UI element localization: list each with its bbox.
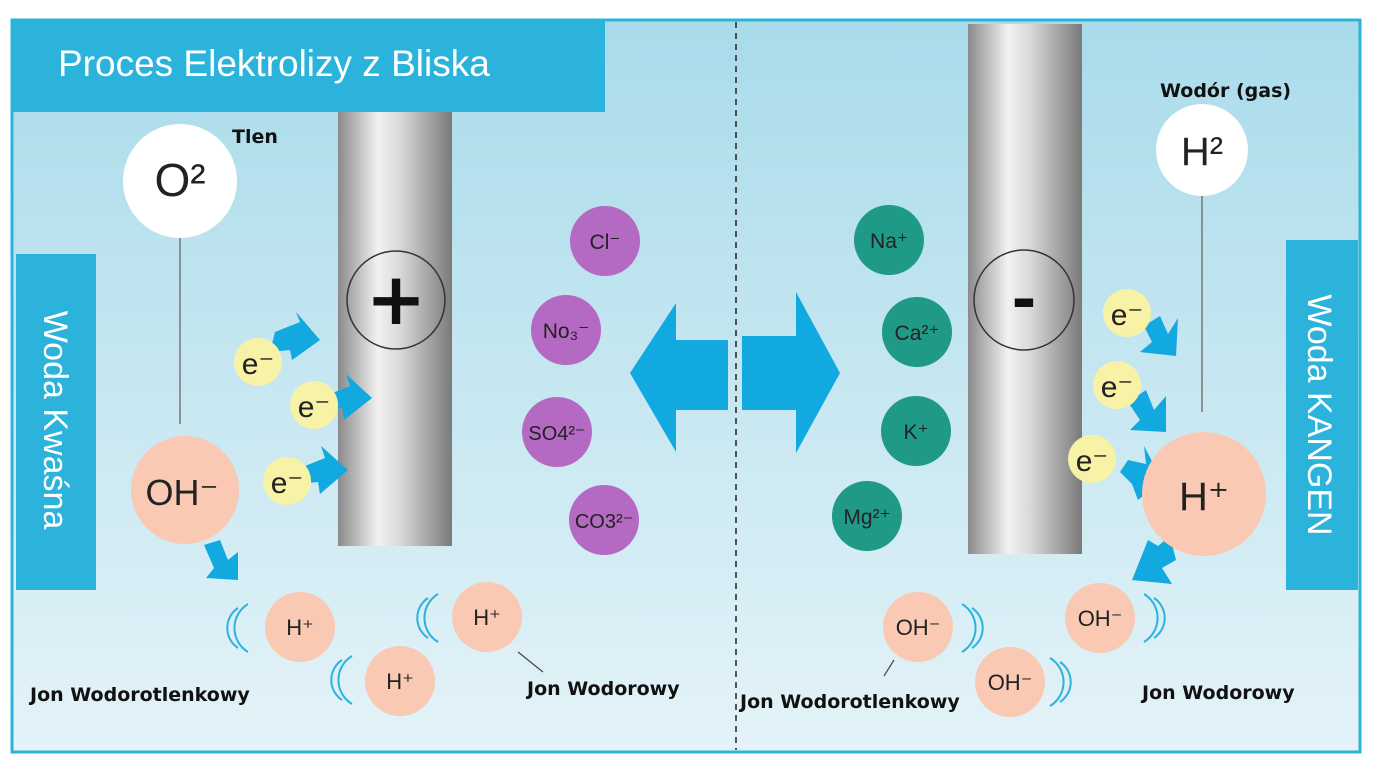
anion-carbonate: CO3²⁻ <box>569 485 639 555</box>
svg-text:Woda KANGEN: Woda KANGEN <box>1300 294 1338 535</box>
svg-text:H⁺: H⁺ <box>1179 475 1229 519</box>
svg-text:OH⁻: OH⁻ <box>1078 606 1123 631</box>
electron-right-1: e⁻ <box>1103 289 1151 337</box>
pointer-line <box>883 659 895 677</box>
electron-left-1: e⁻ <box>234 338 282 386</box>
svg-text:H²: H² <box>1181 130 1223 174</box>
electron-left-3: e⁻ <box>263 457 311 505</box>
hydrogen-gas-label: Wodór (gas) <box>1160 80 1291 102</box>
hydrogen-ion-left-3: H⁺ <box>416 582 522 652</box>
electron-right-3: e⁻ <box>1068 435 1116 483</box>
diagram-title: Proces Elektrolizy z Bliska <box>58 43 490 84</box>
svg-text:H⁺: H⁺ <box>386 669 414 694</box>
svg-text:OH⁻: OH⁻ <box>988 670 1033 695</box>
svg-text:Mg²⁺: Mg²⁺ <box>843 506 890 529</box>
anion-sulfate: SO4²⁻ <box>522 397 592 467</box>
side-label-kangen: Woda KANGEN <box>1286 240 1358 590</box>
svg-text:e⁻: e⁻ <box>1111 299 1144 332</box>
anion-chloride: Cl⁻ <box>570 206 640 276</box>
svg-text:H⁺: H⁺ <box>286 615 314 640</box>
svg-text:O²: O² <box>154 154 205 206</box>
svg-text:SO4²⁻: SO4²⁻ <box>528 423 585 445</box>
electron-left-2: e⁻ <box>290 381 338 429</box>
svg-text:e⁻: e⁻ <box>298 391 331 424</box>
hydrogen-gas-bubble: H² <box>1156 104 1248 196</box>
minus-icon: - <box>1012 265 1037 335</box>
svg-text:e⁻: e⁻ <box>271 467 304 500</box>
hydrogen-ion-left-2: H⁺ <box>330 646 435 716</box>
title-banner <box>12 20 605 112</box>
hydrogen-ion-left-1: H⁺ <box>226 592 335 662</box>
cation-magnesium: Mg²⁺ <box>832 481 902 551</box>
cation-potassium: K⁺ <box>881 396 951 466</box>
svg-text:Ca²⁺: Ca²⁺ <box>895 322 940 345</box>
svg-text:H⁺: H⁺ <box>473 605 501 630</box>
svg-text:Cl⁻: Cl⁻ <box>590 231 621 254</box>
svg-text:Woda Kwaśna: Woda Kwaśna <box>36 311 74 530</box>
plus-icon: + <box>366 257 426 341</box>
cation-calcium: Ca²⁺ <box>882 297 952 367</box>
caption-hydrogen-right: Jon Wodorowy <box>1140 682 1295 704</box>
svg-text:e⁻: e⁻ <box>242 348 275 381</box>
side-label-acidic: Woda Kwaśna <box>16 254 96 590</box>
svg-text:No₃⁻: No₃⁻ <box>543 320 589 343</box>
svg-text:Na⁺: Na⁺ <box>870 230 908 253</box>
oxygen-gas-bubble: O² <box>123 124 237 238</box>
electron-right-2: e⁻ <box>1093 361 1141 409</box>
svg-text:OH⁻: OH⁻ <box>896 615 941 640</box>
cation-sodium: Na⁺ <box>854 205 924 275</box>
hydroxide-ion-right-1: OH⁻ <box>883 592 984 662</box>
caption-hydroxide-left: Jon Wodorotlenkowy <box>28 684 250 706</box>
cathode-electrode: - <box>968 24 1082 554</box>
svg-text:e⁻: e⁻ <box>1101 371 1134 404</box>
oxygen-label: Tlen <box>232 126 278 148</box>
caption-hydrogen-left: Jon Wodorowy <box>525 678 680 700</box>
ion-exchange-double-arrow-icon <box>630 292 840 453</box>
hydroxide-ion-right-3: OH⁻ <box>1065 583 1166 653</box>
svg-text:CO3²⁻: CO3²⁻ <box>575 511 633 533</box>
hydroxide-ion-right-2: OH⁻ <box>975 647 1072 717</box>
caption-hydroxide-right: Jon Wodorotlenkowy <box>738 691 960 713</box>
hydroxide-ion-left: OH⁻ <box>131 436 239 544</box>
svg-text:OH⁻: OH⁻ <box>145 472 218 513</box>
anion-nitrate: No₃⁻ <box>531 295 601 365</box>
svg-text:K⁺: K⁺ <box>903 421 928 444</box>
hydrogen-ion-right: H⁺ <box>1142 432 1266 556</box>
svg-text:e⁻: e⁻ <box>1076 445 1109 478</box>
pointer-line <box>517 651 544 673</box>
anode-electrode: + <box>338 112 452 546</box>
